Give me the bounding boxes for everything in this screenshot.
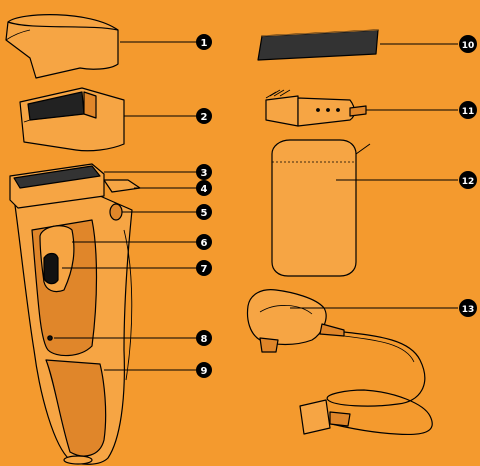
svg-text:8: 8 — [201, 334, 208, 345]
callout-5: 5 — [196, 204, 212, 220]
callout-13: 13 — [459, 299, 477, 317]
part-11-cleaning-brush — [265, 89, 367, 127]
svg-text:13: 13 — [462, 305, 475, 315]
callout-12: 12 — [459, 171, 477, 189]
part-13-charger — [246, 289, 433, 436]
part-12-travel-pouch — [271, 139, 371, 277]
callout-3: 3 — [196, 164, 212, 180]
shaver-body — [9, 163, 141, 465]
svg-text:9: 9 — [201, 366, 208, 377]
svg-text:5: 5 — [201, 208, 208, 219]
svg-text:11: 11 — [462, 107, 475, 117]
svg-text:3: 3 — [201, 168, 208, 179]
part-10-spare-foil — [257, 29, 379, 61]
callout-11: 11 — [459, 101, 477, 119]
svg-text:4: 4 — [201, 184, 208, 195]
callout-1: 1 — [196, 34, 212, 50]
svg-text:2: 2 — [201, 112, 208, 123]
svg-text:6: 6 — [201, 238, 208, 249]
callout-7: 7 — [196, 260, 212, 276]
callout-9: 9 — [196, 362, 212, 378]
callout-2: 2 — [196, 108, 212, 124]
svg-text:7: 7 — [201, 264, 208, 275]
part-1-protective-cap — [5, 14, 119, 79]
leader-lines — [54, 41, 458, 371]
svg-text:1: 1 — [201, 38, 208, 49]
callout-8: 8 — [196, 330, 212, 346]
part-2-foil-frame — [19, 87, 125, 152]
callout-10: 10 — [459, 35, 477, 53]
callout-4: 4 — [196, 180, 212, 196]
callout-6: 6 — [196, 234, 212, 250]
svg-text:12: 12 — [462, 177, 475, 187]
svg-text:10: 10 — [462, 41, 475, 51]
